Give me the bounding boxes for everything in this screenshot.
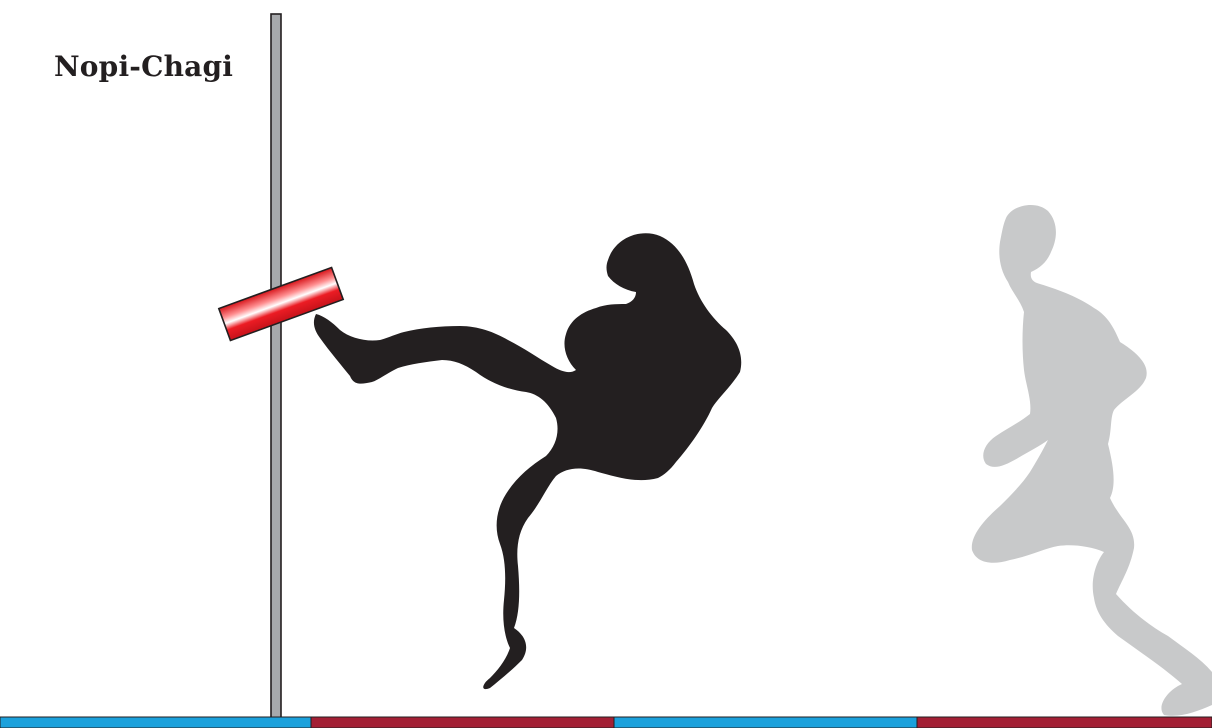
kicker-silhouette <box>314 233 741 689</box>
mat-red-left <box>311 717 614 728</box>
competition-mats <box>0 717 1212 728</box>
runner-silhouette <box>972 205 1212 716</box>
mat-blue-right <box>614 717 917 728</box>
mat-blue-left <box>0 717 311 728</box>
mat-red-right <box>917 717 1212 728</box>
target-pole <box>271 14 281 718</box>
